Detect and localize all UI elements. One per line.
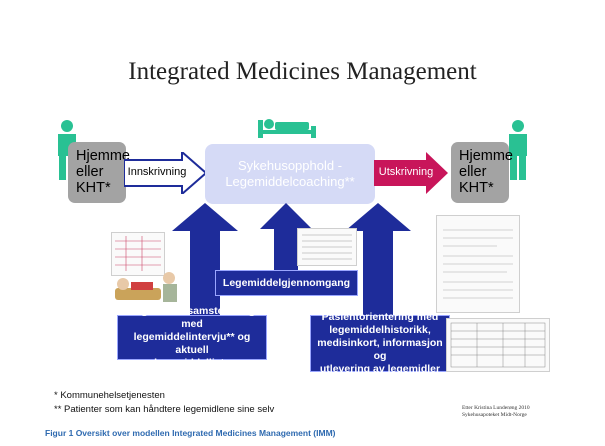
medication-review-box: Legemiddelgjennomgang <box>215 270 358 296</box>
patient-illustration <box>115 272 177 302</box>
home-box-right: Hjemme eller KHT* <box>451 142 513 203</box>
discharge-document-image <box>436 215 520 313</box>
figure-caption: Figur 1 Oversikt over modellen Integrate… <box>45 428 336 438</box>
hospital-bed-icon <box>258 119 316 138</box>
admission-arrow <box>124 152 206 194</box>
home-box-left: Hjemme eller KHT* <box>68 142 130 203</box>
medication-form-image <box>111 232 165 276</box>
credit-text: Etter Kristina Lunderøng 2010 Sykehusapo… <box>462 405 530 418</box>
hospital-stay-box: Sykehusopphold - Legemiddelcoaching** <box>205 144 375 204</box>
discharge-arrow <box>374 152 448 194</box>
medication-card-image <box>446 318 550 372</box>
diagram-title: Integrated Medicines Management <box>128 58 477 85</box>
medication-list-image <box>297 228 357 266</box>
review-arrow <box>260 203 312 279</box>
footnote-1: * Kommunehelsetjenesten <box>54 390 165 401</box>
reconciliation-arrow <box>172 203 238 318</box>
person-icon <box>509 120 527 180</box>
counseling-arrow <box>345 203 411 318</box>
medication-reconciliation-box: Legemiddelsamstemning med legemiddelinte… <box>117 305 267 369</box>
footnote-2: ** Patienter som kan håndtere legemidlen… <box>54 404 275 415</box>
admission-label: Innskrivning <box>127 166 187 178</box>
patient-counseling-box: Pasientorientering med legemiddelhistori… <box>310 311 450 375</box>
discharge-label: Utskrivning <box>378 166 434 178</box>
